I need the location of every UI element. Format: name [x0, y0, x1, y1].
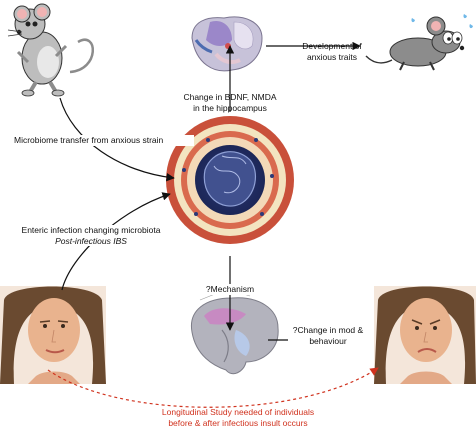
longitudinal-line1: Longitudinal Study needed of individuals	[161, 407, 315, 417]
longitudinal-label: Longitudinal Study needed of individuals…	[130, 407, 346, 428]
gut-cross-section-icon	[166, 116, 294, 244]
microbiome-transfer-label: Microbiome transfer from anxious strain	[14, 135, 194, 146]
arrow-mouse-to-gut	[59, 97, 175, 182]
development-line1: Development of	[302, 41, 362, 51]
dashed-arrow-longitudinal	[47, 367, 379, 408]
bdnf-line1: Change in BDNF, NMDA	[183, 92, 277, 102]
bdnf-label: Change in BDNF, NMDA in the hippocampus	[170, 92, 290, 113]
mouse-top-left-icon	[7, 3, 94, 97]
mood-line2: behaviour	[309, 335, 347, 346]
development-label: Development of anxious traits	[292, 41, 372, 62]
enteric-label: Enteric infection changing microbiota Po…	[6, 225, 176, 246]
mood-line1: ?Change in mod &	[292, 325, 364, 335]
woman-worried-face-icon	[374, 286, 476, 384]
bdnf-line2: in the hippocampus	[193, 102, 267, 113]
human-brain-icon	[190, 289, 279, 375]
mouse-top-right-icon	[365, 14, 473, 71]
mouse-brain-section-icon	[191, 16, 263, 72]
enteric-line1: Enteric infection changing microbiota	[21, 225, 161, 235]
enteric-line2: Post-infectious IBS	[55, 235, 127, 246]
development-line2: anxious traits	[306, 51, 358, 62]
mood-label: ?Change in mod & behaviour	[288, 325, 368, 346]
woman-neutral-face-icon	[0, 286, 106, 384]
mechanism-label: ?Mechanism	[192, 284, 268, 295]
longitudinal-line2: before & after infectious insult occurs	[168, 417, 308, 428]
